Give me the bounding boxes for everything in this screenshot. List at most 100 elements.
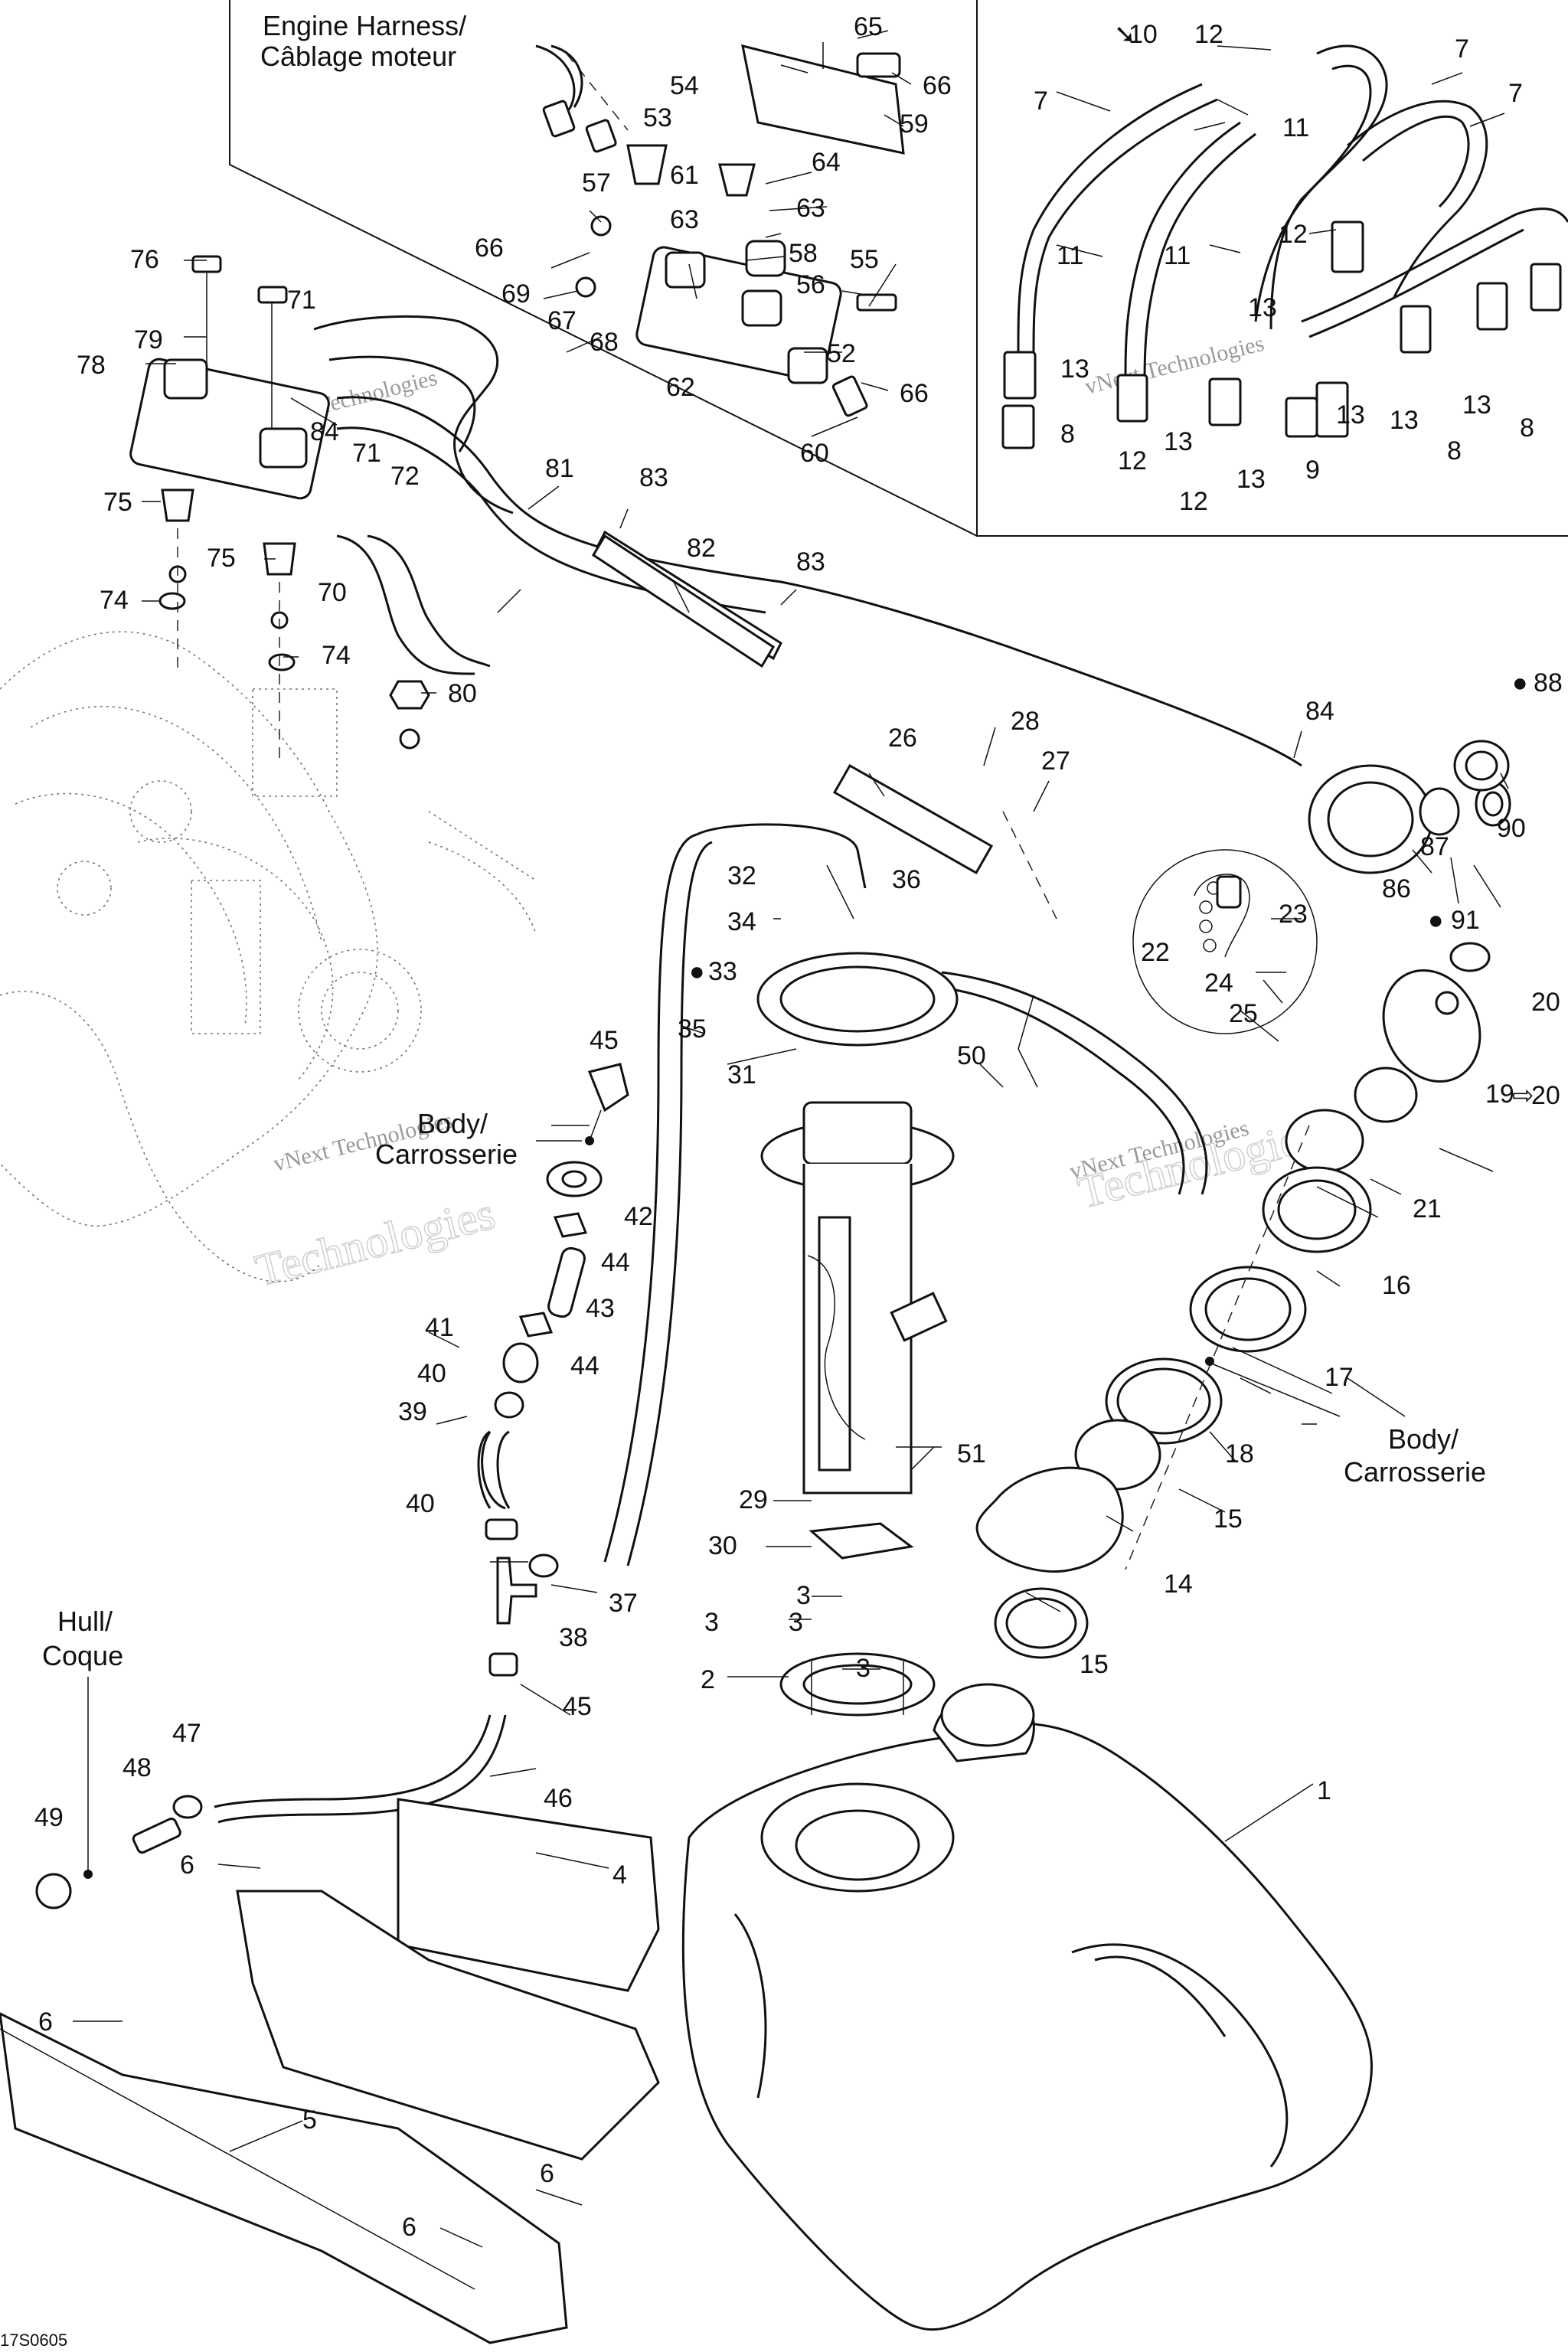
callout-68: 68	[590, 328, 619, 357]
callout-69: 69	[501, 279, 531, 309]
callout-50: 50	[957, 1041, 986, 1070]
callout-7: 7	[1455, 34, 1469, 64]
callout-63: 63	[796, 194, 825, 223]
callout-56: 56	[796, 270, 825, 299]
callout-13: 13	[1236, 465, 1266, 494]
callout-4: 4	[612, 1860, 627, 1890]
callout-18: 18	[1225, 1439, 1254, 1468]
filler-neck-assembly	[975, 740, 1511, 1659]
callout-64: 64	[812, 148, 841, 177]
spring-guards	[591, 534, 994, 875]
callout-48: 48	[122, 1753, 152, 1782]
callout-13: 13	[1462, 390, 1491, 420]
callout-20: 20	[1531, 988, 1560, 1017]
text-notes: Engine Harness/ Câblage moteur Body/ Car…	[0, 10, 1486, 2350]
open-arrow-icon: ⇨	[1512, 1081, 1534, 1110]
callout-15: 15	[1080, 1650, 1109, 1679]
engine-harness-note: Engine Harness/	[263, 10, 466, 41]
callout-81: 81	[545, 454, 574, 483]
callout-3: 3	[704, 1608, 719, 1637]
callout-60: 60	[800, 439, 829, 468]
callout-45: 45	[563, 1692, 592, 1721]
callout-90: 90	[1497, 814, 1526, 843]
callout-55: 55	[850, 245, 879, 274]
engine-outline	[0, 631, 537, 1282]
callout-35: 35	[678, 1014, 707, 1044]
callout-52: 52	[827, 339, 856, 368]
callout-6: 6	[38, 2007, 53, 2037]
callout-44: 44	[570, 1351, 599, 1380]
callout-70: 70	[318, 578, 347, 607]
callout-20: 20	[1531, 1081, 1560, 1110]
callout-7: 7	[1508, 79, 1523, 108]
fuel-rail-assembly	[129, 255, 430, 758]
callout-66: 66	[923, 71, 952, 100]
callout-22: 22	[1141, 938, 1170, 967]
drop-icon: ●	[1428, 906, 1444, 935]
callout-23: 23	[1279, 900, 1308, 929]
callout-13: 13	[1390, 406, 1419, 435]
callout-42: 42	[624, 1202, 653, 1231]
callout-79: 79	[134, 325, 163, 354]
callout-8: 8	[1447, 436, 1462, 466]
callout-41: 41	[425, 1313, 454, 1342]
callout-21: 21	[1413, 1194, 1442, 1223]
callout-28: 28	[1011, 707, 1040, 736]
callout-74: 74	[322, 641, 351, 670]
callout-47: 47	[172, 1719, 201, 1748]
callout-66: 66	[475, 234, 504, 263]
callout-33: 33	[708, 957, 737, 986]
body-note: Body/	[1388, 1423, 1459, 1455]
callout-5: 5	[302, 2105, 317, 2135]
callout-88: 88	[1534, 668, 1563, 697]
callout-43: 43	[586, 1294, 615, 1323]
callout-12: 12	[1118, 446, 1147, 475]
callout-67: 67	[547, 306, 577, 335]
callout-75: 75	[207, 544, 236, 573]
callout-7: 7	[1034, 87, 1048, 116]
callout-39: 39	[398, 1397, 427, 1426]
callout-9: 9	[1305, 456, 1320, 485]
fuel-hoses	[214, 315, 1302, 1824]
callout-12: 12	[1179, 487, 1208, 516]
callout-36: 36	[892, 865, 921, 894]
callout-13: 13	[1248, 293, 1277, 322]
callout-19: 19	[1485, 1080, 1514, 1109]
callout-71: 71	[287, 286, 316, 315]
body-note: Carrosserie	[375, 1138, 518, 1170]
callout-1: 1	[1317, 1776, 1331, 1805]
fuel-pump-module	[756, 952, 959, 1717]
callout-26: 26	[888, 724, 917, 753]
fuel-tank	[681, 1683, 1373, 2331]
callout-34: 34	[727, 907, 756, 936]
body-note: Body/	[417, 1108, 488, 1139]
callout-63: 63	[670, 205, 699, 234]
watermark-outline: Technologies	[250, 1187, 500, 1295]
hull-note: Coque	[42, 1640, 123, 1671]
callout-15: 15	[1214, 1504, 1243, 1534]
drop-icon: ●	[689, 957, 705, 986]
callout-6: 6	[180, 1851, 194, 1880]
callout-31: 31	[727, 1060, 756, 1089]
callout-59: 59	[900, 109, 929, 139]
callout-58: 58	[789, 239, 818, 268]
callout-17: 17	[1325, 1363, 1354, 1392]
callout-83: 83	[639, 463, 668, 492]
inset-frames	[229, 0, 1568, 537]
callout-14: 14	[1164, 1570, 1193, 1599]
callout-24: 24	[1204, 969, 1233, 998]
callout-57: 57	[582, 168, 611, 198]
callout-3: 3	[856, 1654, 871, 1683]
callout-65: 65	[854, 12, 883, 41]
callout-75: 75	[103, 488, 132, 517]
callout-30: 30	[708, 1531, 737, 1560]
callout-82: 82	[687, 534, 716, 563]
callout-46: 46	[544, 1784, 573, 1813]
callout-3: 3	[796, 1581, 811, 1610]
callout-66: 66	[900, 379, 929, 408]
callout-11: 11	[1282, 113, 1309, 142]
callout-84: 84	[1305, 697, 1334, 726]
callout-76: 76	[130, 245, 159, 274]
arrow-icon: ➘	[1114, 20, 1136, 49]
callout-62: 62	[666, 373, 695, 402]
